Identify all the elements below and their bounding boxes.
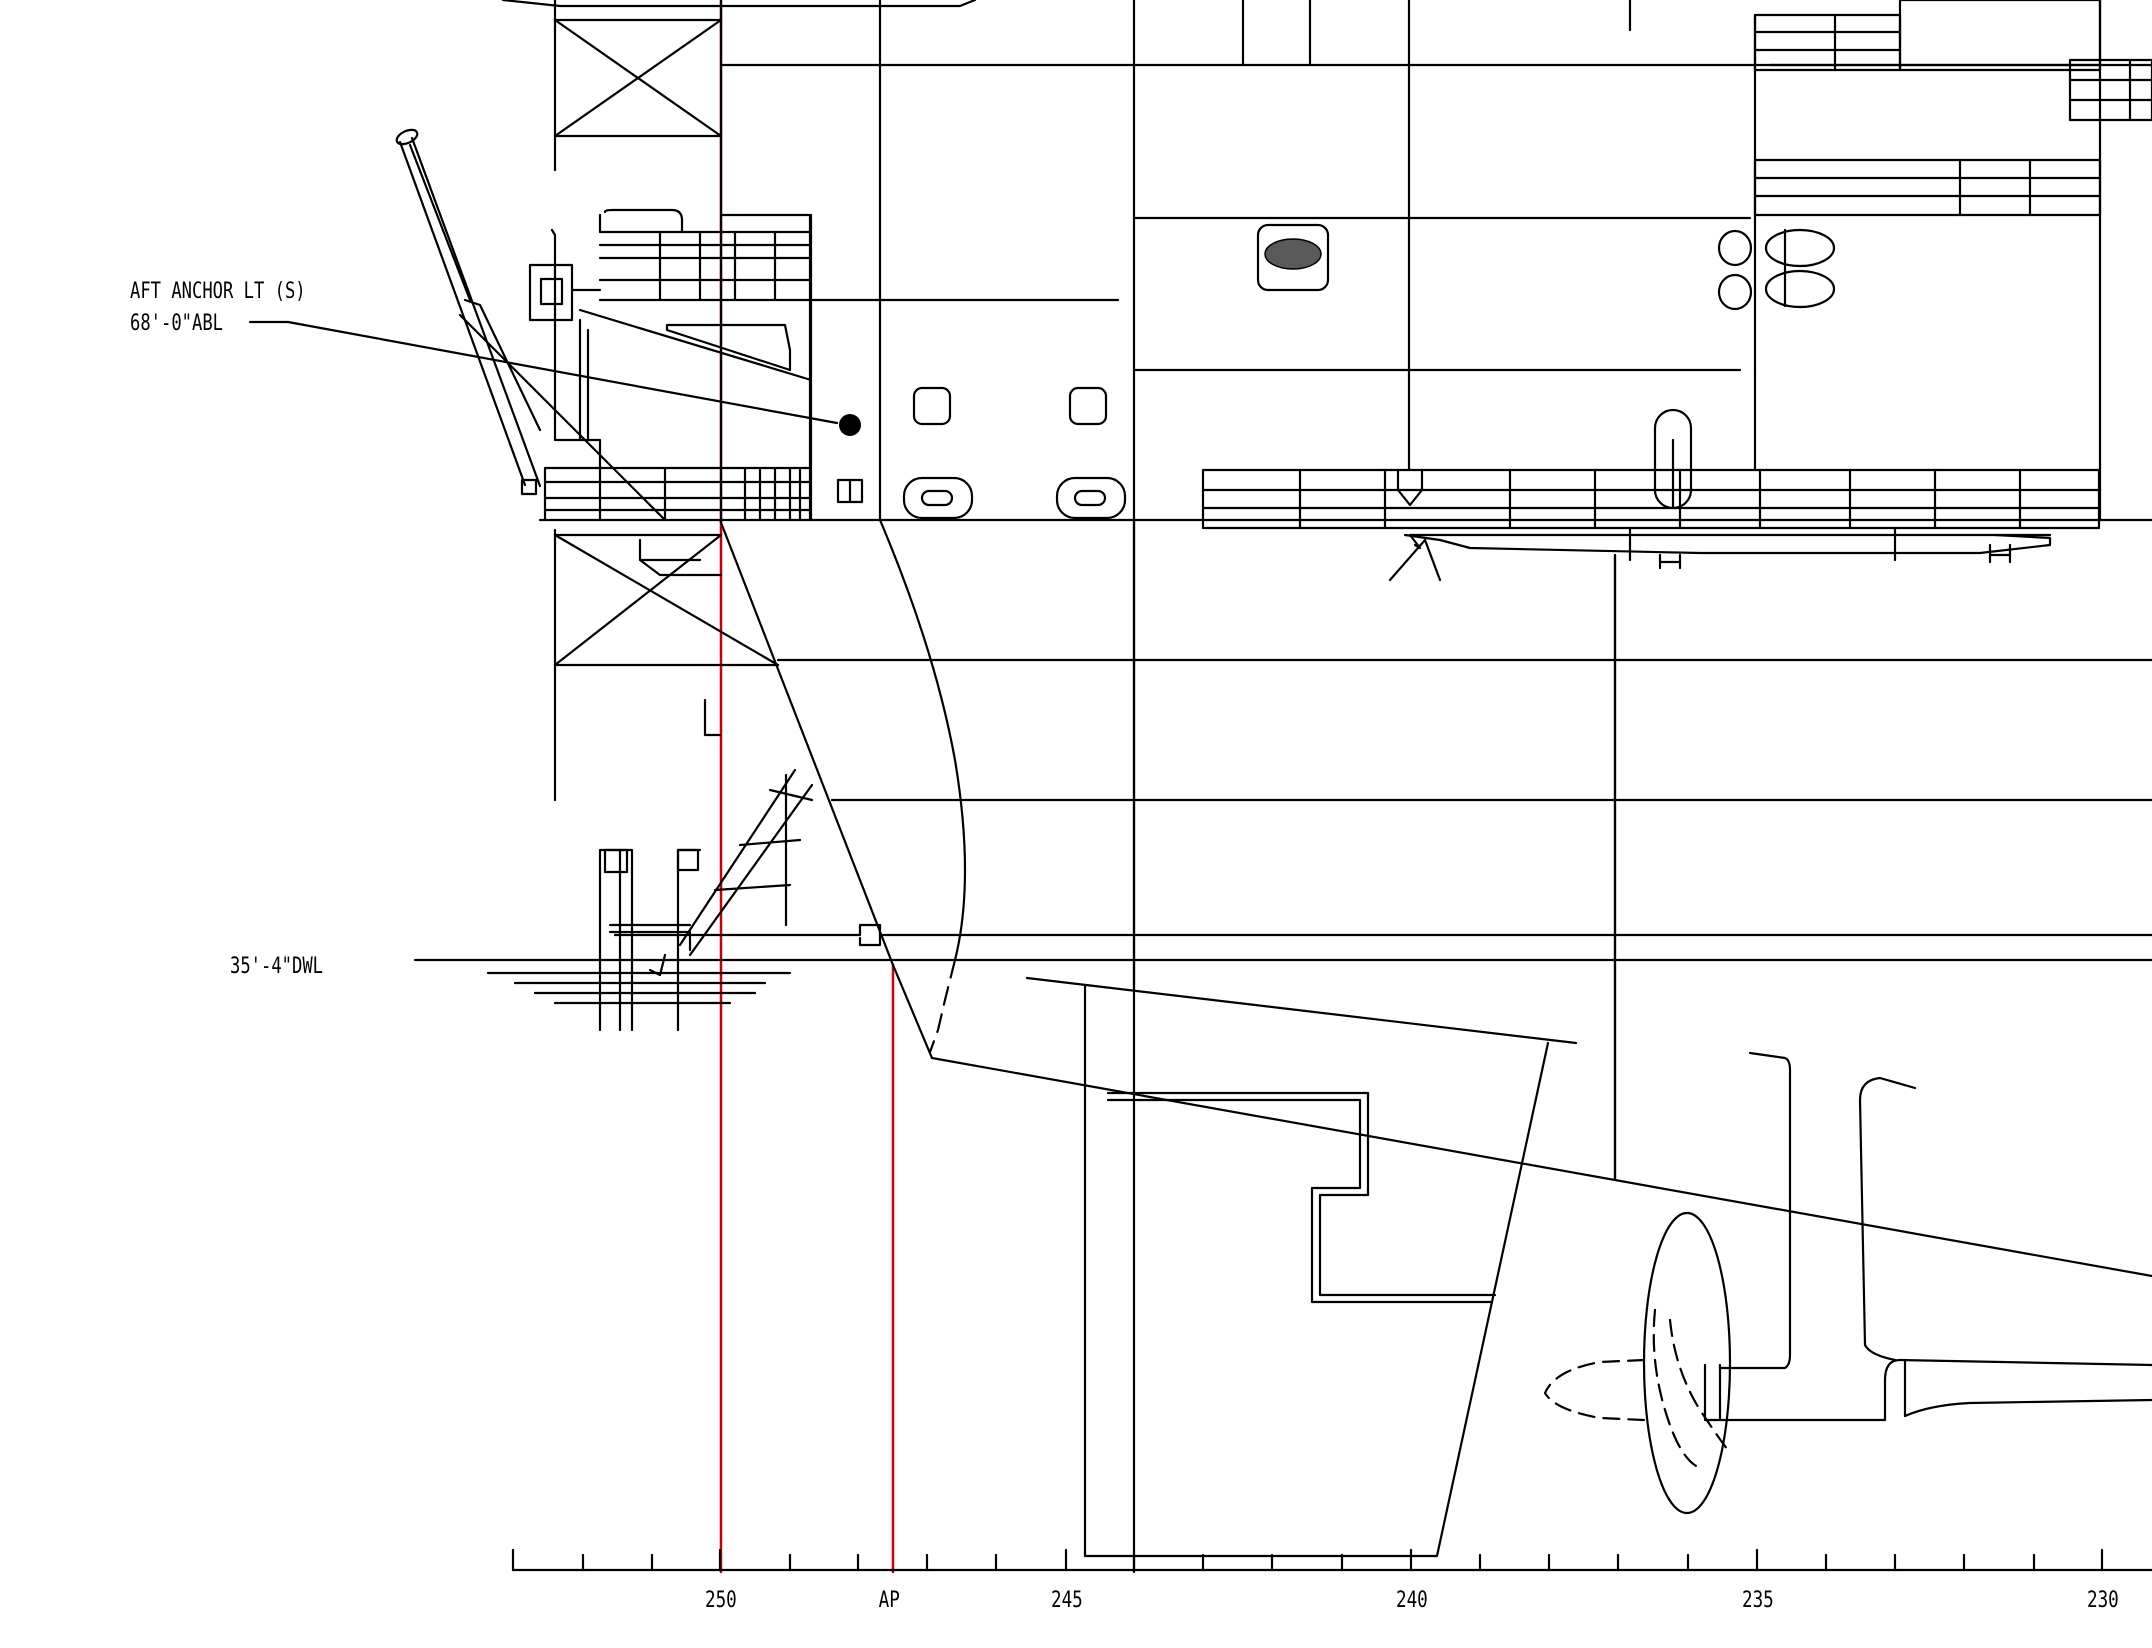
propeller [1543,1051,2152,1515]
superstructure [719,0,2152,987]
upper-lattice-tower [501,0,977,217]
deck-railing [1201,468,2102,1182]
frame-label-240: 240 [1395,1588,1428,1613]
frame-scale-ruler [511,1548,2152,1572]
aft-anchor-light-height-label: 68'-0"ABL [130,311,223,336]
frame-label-ap: AP [878,1588,900,1613]
crane-boom [395,128,667,522]
reference-lines [719,0,895,1574]
rudder [1025,976,1578,1558]
design-waterline-label: 35'-4"DWL [230,954,323,979]
aft-anchor-light-marker [839,414,861,436]
aft-anchor-light-label: AFT ANCHOR LT (S) [130,279,306,304]
stern-hull [413,518,2152,1574]
aft-deckhouse [528,208,2152,522]
frame-label-230: 230 [2086,1588,2119,1613]
frame-label-250: 250 [704,1588,737,1613]
frame-label-245: 245 [1050,1588,1083,1613]
anchor-light-leader [248,320,861,436]
frame-label-235: 235 [1741,1588,1774,1613]
